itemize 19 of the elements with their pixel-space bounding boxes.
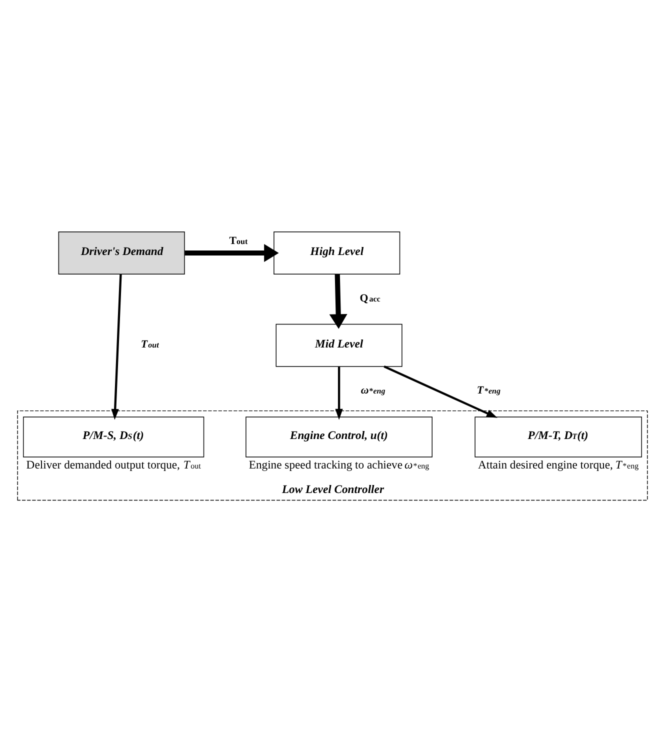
- node-box: P/M-S, DS(t): [23, 416, 204, 457]
- node-box: Driver's Demand: [58, 231, 185, 274]
- node-box: High Level: [274, 231, 400, 274]
- arrow: [335, 366, 343, 420]
- node-label: Engine speed tracking to achieve ω*eng: [248, 458, 430, 471]
- edge-label: Qacc: [360, 292, 380, 304]
- edge-label: T*eng: [476, 384, 500, 396]
- arrow: [111, 274, 122, 420]
- edge-label: Tout: [229, 234, 248, 246]
- node-box: Engine Control, u(t): [246, 416, 432, 457]
- edge-label: Tout: [140, 338, 159, 350]
- arrow: [384, 365, 498, 418]
- node-box: Mid Level: [276, 323, 402, 366]
- node-label: Deliver demanded output torque, Tout: [26, 458, 201, 471]
- node-label: Attain desired engine torque, T*eng: [478, 458, 639, 471]
- edge-label: ω*eng: [360, 384, 386, 396]
- arrow: [329, 274, 348, 328]
- node-box: P/M-T, DT(t): [474, 416, 642, 457]
- arrow: [184, 244, 279, 262]
